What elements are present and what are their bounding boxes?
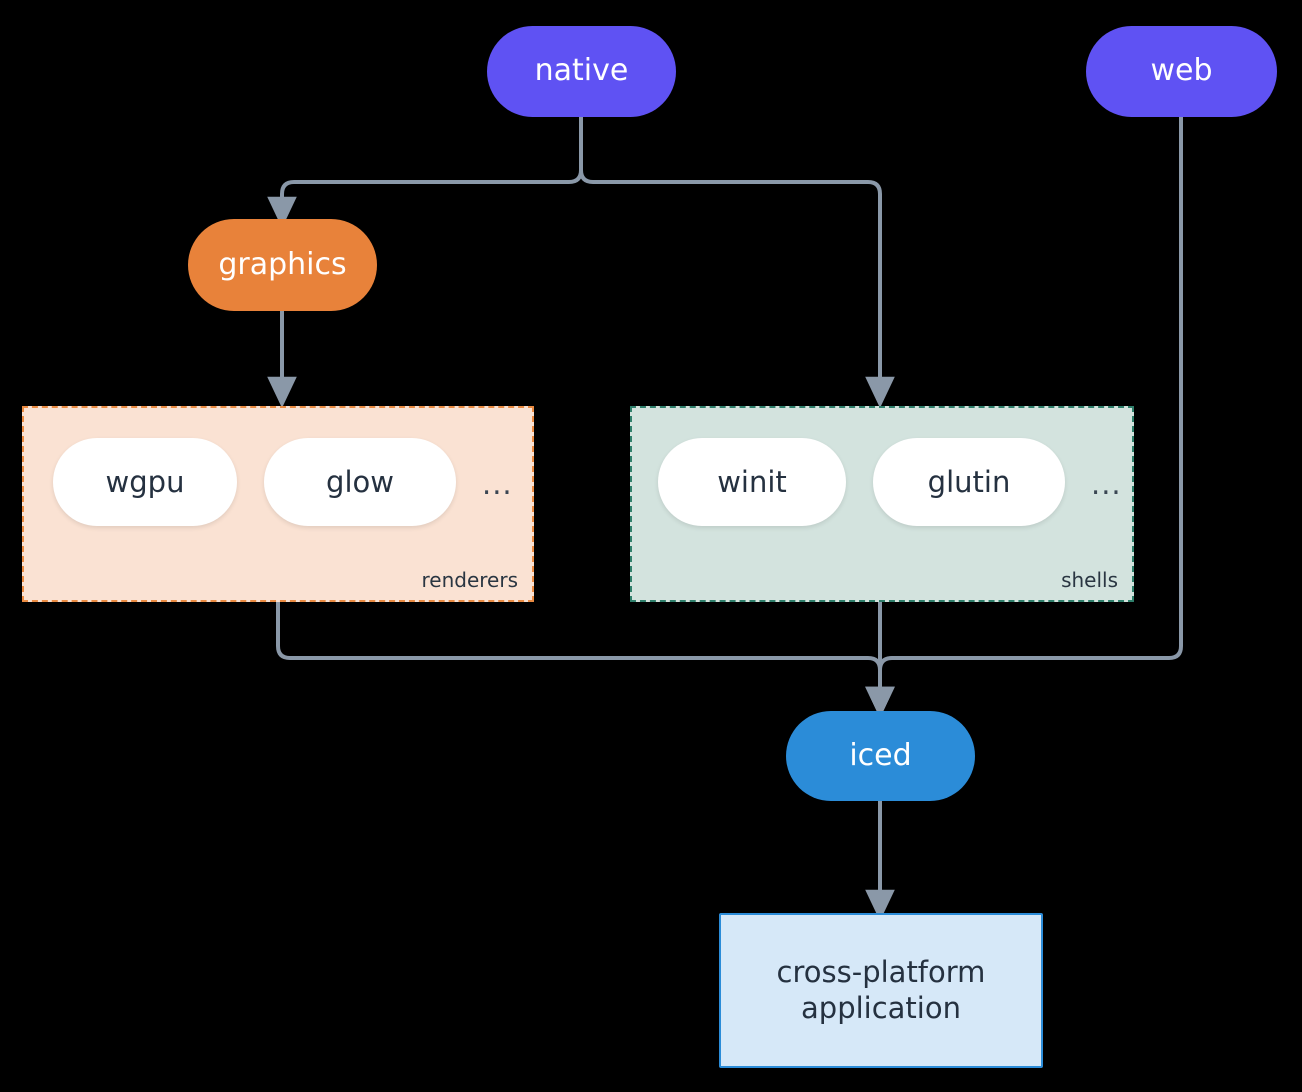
application-line-2: application [801,990,961,1025]
node-web[interactable]: web [1086,26,1277,117]
edge-native-bus [267,116,583,229]
chip-winit[interactable]: winit [658,438,846,526]
cluster-shells-label: shells [1061,568,1118,592]
chip-glutin[interactable]: glutin [873,438,1065,526]
node-application[interactable]: cross-platform application [719,913,1043,1068]
chip-glutin-label: glutin [927,465,1011,499]
chip-wgpu[interactable]: wgpu [53,438,237,526]
node-iced-label: iced [849,737,912,773]
cluster-shells: winit glutin ... shells [630,406,1134,602]
node-native[interactable]: native [487,26,676,117]
application-line-1: cross-platform [776,955,986,990]
cluster-renderers-label: renderers [421,568,519,592]
cluster-renderers: wgpu glow ... renderers [22,406,534,602]
chip-winit-label: winit [717,465,787,499]
node-iced[interactable]: iced [786,711,975,801]
chip-glow[interactable]: glow [264,438,456,526]
node-web-label: web [1150,53,1213,89]
edge-renderers-iced [276,602,895,719]
renderers-ellipsis: ... [482,467,513,501]
node-graphics-label: graphics [218,246,347,282]
chip-wgpu-label: wgpu [105,465,185,499]
node-native-label: native [534,53,629,89]
node-graphics[interactable]: graphics [188,219,377,311]
shells-ellipsis: ... [1091,467,1122,501]
chip-glow-label: glow [326,465,394,499]
edge-native-shells [579,116,895,409]
